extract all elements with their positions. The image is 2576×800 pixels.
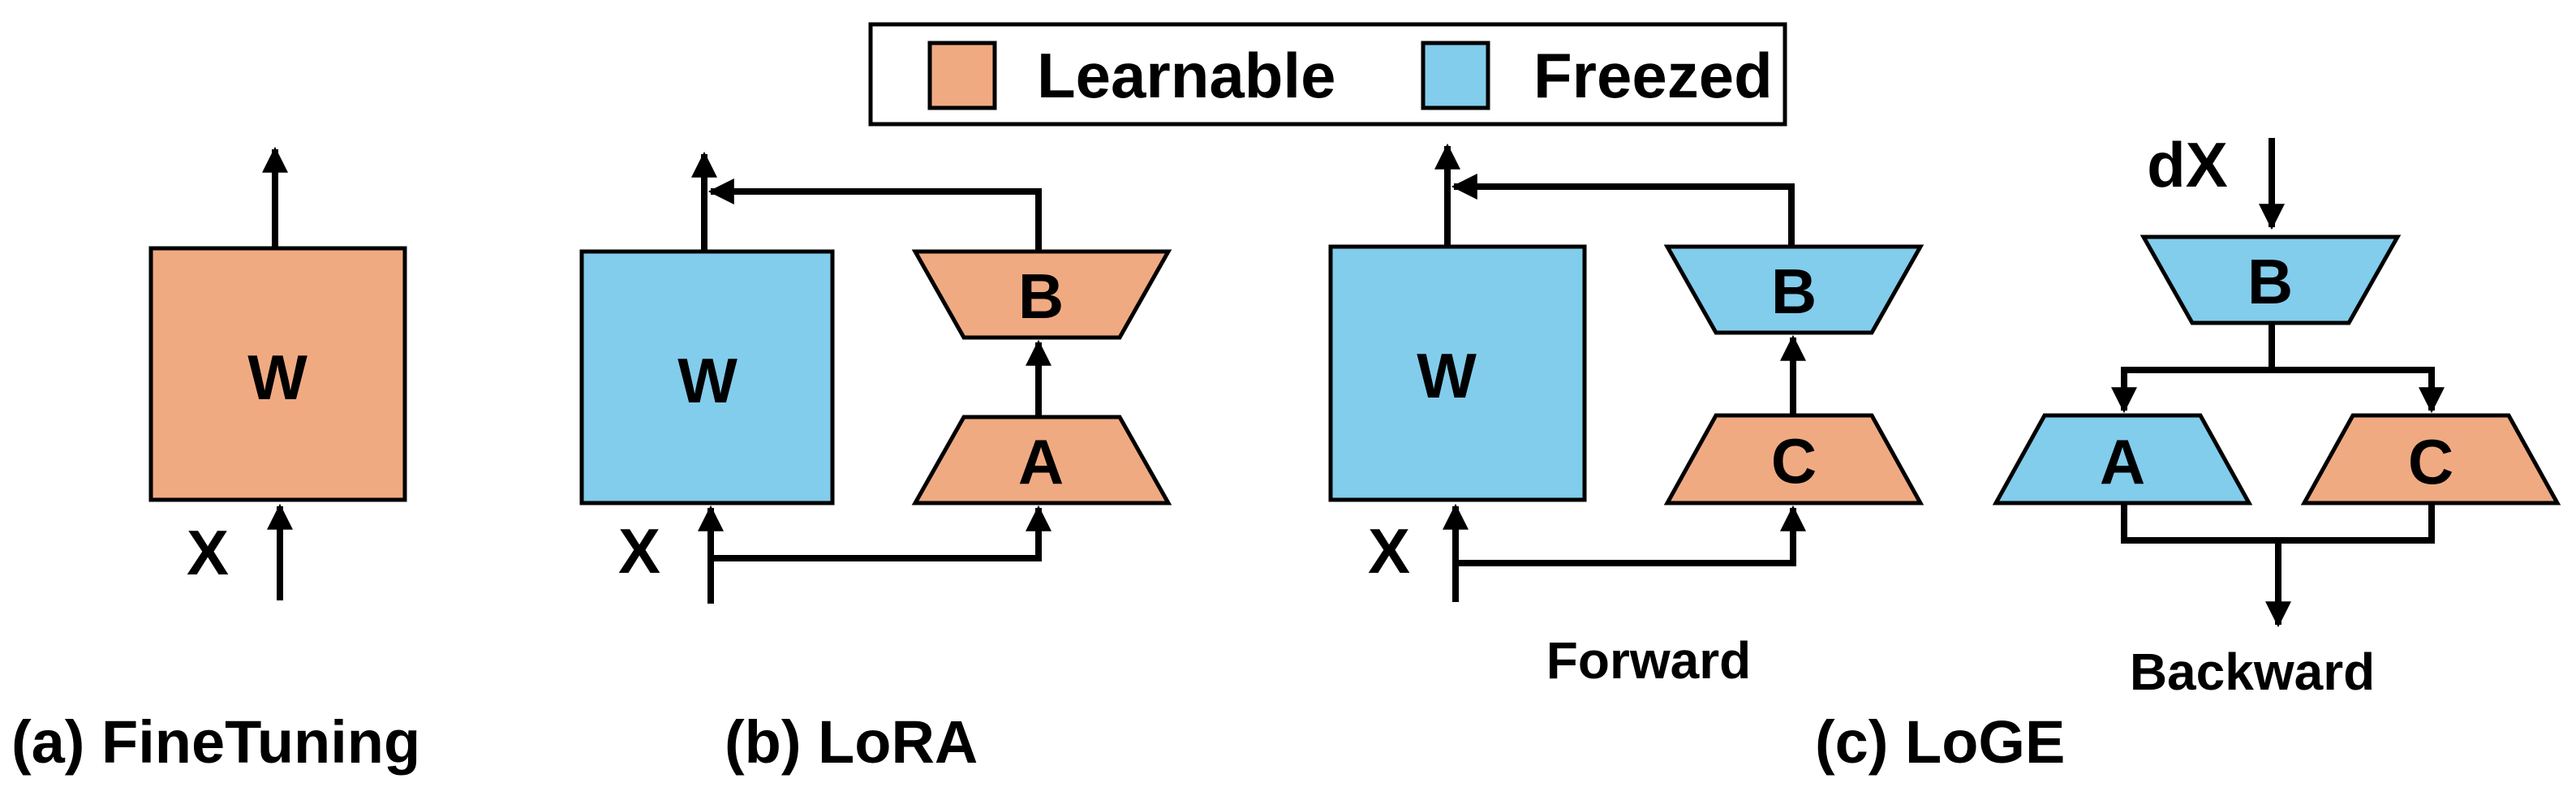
weight-label-w: W (677, 345, 738, 416)
split-to-a-wire (2111, 367, 2272, 414)
adapter-label-b: B (1771, 256, 1817, 327)
legend-swatch-learnable (927, 41, 997, 110)
panel-loge-backward: dX B A C Backward (c) LoGE (1815, 129, 2561, 776)
merge-wire (2121, 503, 2435, 544)
input-to-a-wire (711, 505, 1051, 561)
input-label-x: X (618, 515, 660, 587)
adapter-label-c: C (1771, 425, 1817, 497)
split-to-c-wire (2272, 367, 2445, 414)
caption-loge: (c) LoGE (1815, 708, 2065, 776)
panel-loge-forward: W B C X Forward (1328, 143, 1924, 690)
legend-frame (868, 22, 1787, 127)
panel-lora: W B A X (b) LoRA (579, 151, 1172, 776)
input-label-x: X (187, 517, 229, 588)
forward-label: Forward (1546, 631, 1751, 690)
adapter-label-a: A (2100, 426, 2145, 497)
legend: Learnable Freezed (868, 22, 1787, 127)
weight-label-w: W (247, 342, 307, 413)
caption-finetuning: (a) FineTuning (11, 708, 420, 776)
adapter-label-b: B (2247, 246, 2293, 317)
backward-label: Backward (2130, 643, 2375, 701)
gradient-label-dx: dX (2147, 129, 2228, 200)
input-to-c-wire (1456, 505, 1806, 566)
adapter-block-a (911, 415, 1172, 505)
legend-label-freezed: Freezed (1533, 40, 1773, 111)
adapter-block-a (1992, 413, 2253, 505)
adapter-block-b (2139, 234, 2402, 325)
panel-finetuning: W X (a) FineTuning (11, 146, 420, 776)
adapter-block-c (1663, 413, 1924, 505)
adapter-label-c: C (2408, 426, 2453, 497)
caption-lora: (b) LoRA (725, 708, 978, 776)
legend-label-learnable: Learnable (1037, 40, 1335, 111)
weight-label-w: W (1417, 340, 1477, 411)
adapter-block-b (911, 249, 1172, 340)
adapter-block-b (1663, 244, 1924, 335)
weight-block-w (148, 246, 407, 502)
adapter-block-c (2300, 413, 2561, 505)
b-to-output-wire (707, 178, 1042, 252)
weight-block-w (579, 249, 835, 505)
adapter-label-b: B (1018, 260, 1064, 332)
b-to-output-wire (1451, 174, 1795, 247)
input-label-x: X (1368, 515, 1410, 587)
legend-swatch-freezed (1421, 41, 1490, 110)
adapter-label-a: A (1018, 426, 1064, 497)
weight-block-w (1328, 244, 1587, 502)
